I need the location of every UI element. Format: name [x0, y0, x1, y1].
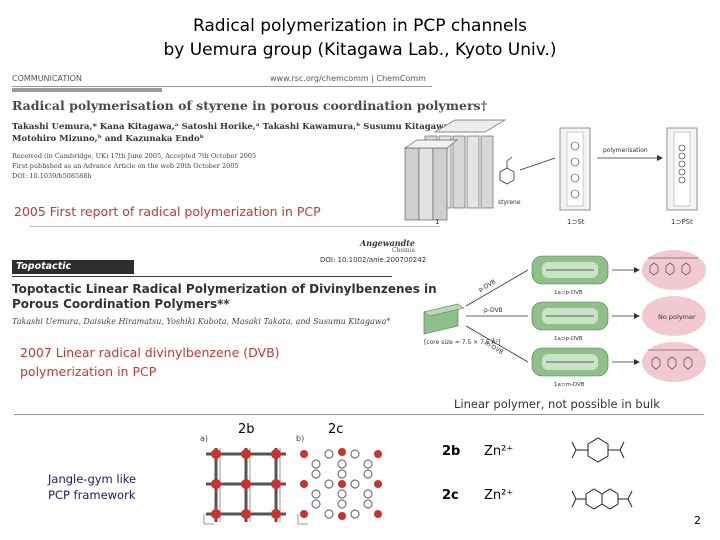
scheme-core-size: [core size = 7.5 × 7.5 Å²] [424, 339, 500, 346]
axis-icon [297, 514, 308, 525]
no-polymer-result: No polymer [642, 296, 706, 336]
linear-polymer-note: Linear polymer, not possible in bulk [454, 397, 660, 411]
paper2-banner: Topotactic Polymerization [12, 260, 134, 286]
label-2c: 2c [328, 422, 344, 437]
paper1-authors-1: Takashi Uemura,* Kana Kitagawa,ᵃ Satoshi… [12, 122, 461, 132]
polymer-result-3 [642, 342, 706, 382]
scheme-pdvb-2: p-DVB [484, 307, 503, 314]
paper1-header-right: www.rsc.org/chemcomm | ChemComm [270, 74, 426, 83]
styrene-molecule-icon [499, 156, 515, 185]
slide-title-line2: by Uemura group (Kitagawa Lab., Kyoto Un… [163, 40, 557, 60]
panel-b-label: b) [296, 434, 305, 443]
benzene-dicarboxylate-icon [571, 437, 625, 463]
paper2-caption-2: polymerization in PCP [20, 364, 157, 379]
green-tube-row3 [531, 347, 609, 377]
slide-title-line1: Radical polymerization in PCP channels [192, 16, 528, 36]
paper1-header-bar [12, 88, 162, 92]
paper1-caption: 2005 First report of radical polymerizat… [14, 204, 321, 219]
framework-2b-grid [203, 448, 286, 525]
paper1-title: Radical polymerisation of styrene in por… [12, 98, 488, 113]
paper2-journal-sub: Chemie [392, 247, 416, 254]
paper1-scheme: 1 styrene 1⊃St polymerisation 1⊃PSt [403, 119, 698, 226]
paper1-header-rule [12, 86, 432, 87]
paper1-header-left: COMMUNICATION [12, 74, 82, 83]
paper2-title-2: Porous Coordination Polymers** [12, 297, 230, 311]
paper2-title-1: Topotactic Linear Radical Polymerization… [12, 282, 437, 296]
green-tube-row2 [531, 301, 609, 331]
paper2-journal: Angewandte [360, 238, 415, 248]
paper2-scheme: [core size = 7.5 × 7.5 Å²] p-DVB p-DVB m… [423, 250, 706, 388]
paper1-doi: DOI: 10.1039/b508588h [12, 172, 92, 180]
channel-with-polymer [666, 127, 698, 211]
compound-2c-metal: Zn²⁺ [484, 488, 514, 503]
panel-a-label: a) [200, 434, 209, 443]
scheme-arrow-1 [519, 157, 556, 171]
scheme-label-styrene: styrene [498, 199, 521, 206]
paper1-received-2: First published as an Advance Article on… [12, 162, 239, 170]
channel-with-monomer [559, 127, 591, 211]
scheme-label-1: 1 [435, 218, 439, 226]
green-tube-row1 [531, 255, 609, 285]
paper1-received-1: Received (in Cambridge, UK) 17th June 20… [12, 152, 257, 160]
paper2-banner-rule [12, 276, 392, 277]
naphthalene-dicarboxylate-icon [571, 488, 633, 510]
channel-block-illustration [403, 119, 507, 221]
separator-2 [14, 414, 704, 415]
compound-2b-label: 2b [442, 444, 461, 459]
paper2-authors: Takashi Uemura, Daisuke Hiramatsu, Yoshi… [12, 317, 391, 326]
scheme-pdvb-1: p-DVB [478, 278, 498, 293]
page-number: 2 [694, 514, 701, 527]
scheme-label-1st: 1⊃St [567, 218, 585, 226]
jungle-gym-line2: PCP framework [48, 488, 136, 502]
axis-icon [203, 514, 214, 525]
paper2-caption-1: 2007 Linear radical divinylbenzene (DVB) [20, 345, 280, 360]
label-2b: 2b [238, 422, 255, 437]
separator-1 [30, 226, 440, 227]
scheme-row2-label: 1a⊃p-DVB [554, 336, 583, 342]
paper1-authors-2: Motohiro Mizuno,ᵇ and Kazunaka Endoᵇ [12, 134, 204, 144]
compound-2c-label: 2c [442, 488, 459, 503]
ligand-structures [571, 437, 633, 510]
scheme-row3-label: 1a⊃m-DVB [554, 382, 585, 388]
green-channel-left [423, 303, 465, 335]
compound-2b-metal: Zn²⁺ [484, 444, 514, 459]
polymer-result-1 [642, 250, 706, 290]
paper2-doi: DOI: 10.1002/anie.200700242 [320, 256, 427, 264]
scheme-label-1pst: 1⊃PSt [671, 218, 693, 226]
framework-2c-grid [297, 448, 382, 525]
jungle-gym-line1: Jangle-gym like [48, 472, 137, 486]
scheme-row1-label: 1a⊃p-DVB [554, 290, 583, 296]
no-polymer-text: No polymer [658, 313, 696, 321]
paper1-clip: COMMUNICATION www.rsc.org/chemcomm | Che… [12, 74, 487, 224]
scheme-arrow-label: polymerisation [603, 147, 648, 154]
